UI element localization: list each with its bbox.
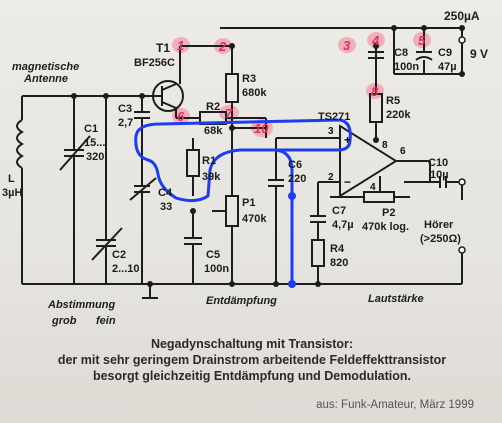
node-marker-4: 4 [371, 33, 380, 48]
blue-node [288, 192, 296, 200]
r1-value: 39k [202, 171, 221, 183]
c1-value-a: 15... [84, 137, 105, 149]
volume-label: Lautstärke [368, 293, 424, 305]
tuning-fine-label: fein [96, 315, 116, 327]
node-marker-1: 1 [177, 38, 184, 53]
headphone-name: Hörer [424, 219, 454, 231]
c8-name: C8 [394, 47, 408, 59]
r1-name: R1 [202, 155, 216, 167]
blue-overlay-marking [134, 118, 352, 286]
r4-value: 820 [330, 257, 348, 269]
c4-value: 33 [160, 201, 172, 213]
junction-dots [71, 25, 465, 287]
c5-name: C5 [206, 249, 220, 261]
c4-name: C4 [158, 187, 173, 199]
p2-name: P2 [382, 207, 395, 219]
c7-value: 4,7µ [332, 219, 354, 231]
c8-value: 100n [394, 61, 419, 73]
c9-name: C9 [438, 47, 452, 59]
damping-label: Entdämpfung [206, 295, 277, 307]
c1-name: C1 [84, 123, 98, 135]
t1-name: T1 [156, 41, 170, 55]
node-marker-2: 2 [218, 39, 227, 54]
l-name: L [8, 173, 15, 185]
tuning-coarse-label: grob [51, 315, 77, 327]
caption-line-2: der mit sehr geringem Drainstrom arbeite… [58, 353, 446, 367]
p1-value: 470k [242, 213, 267, 225]
node-marker-3: 3 [343, 38, 351, 53]
supply-voltage-label: 9 V [470, 47, 488, 61]
supply-current-label: 250µA [444, 9, 480, 23]
node-marker-8: 8 [371, 84, 379, 99]
l-value: 3µH [2, 187, 22, 199]
node-number-markers: 1 2 3 4 5 6 7 8 10 [177, 33, 426, 136]
t1-type: BF256C [134, 57, 175, 69]
tuning-label: Abstimmung [47, 299, 116, 311]
opamp-pin-8: 8 [382, 140, 388, 151]
antenna-label-line2: Antenne [23, 73, 68, 85]
c9-value: 47µ [438, 61, 457, 73]
p1-name: P1 [242, 197, 255, 209]
c1-value-b: 320 [86, 151, 104, 163]
opamp-plus-sign: + [344, 133, 351, 147]
terminal-circles [458, 36, 466, 254]
node-marker-10: 10 [254, 121, 269, 136]
c2-value: 2...10 [112, 263, 140, 275]
r3-value: 680k [242, 87, 267, 99]
caption-line-1: Negadynschaltung mit Transistor: [151, 337, 353, 351]
headphone-value: (>250Ω) [420, 233, 461, 245]
opamp-pin-3: 3 [328, 126, 334, 137]
opamp-name: TS271 [318, 111, 350, 123]
c6-name: C6 [288, 159, 302, 171]
component-labels: 250µA 9 V magnetische Antenne T1 BF256C … [2, 9, 488, 327]
c7-name: C7 [332, 205, 346, 217]
c5-value: 100n [204, 263, 229, 275]
opamp-pin-6: 6 [400, 146, 406, 157]
c3-name: C3 [118, 103, 132, 115]
node-marker-7: 7 [225, 106, 233, 121]
c3-value: 2,7 [118, 117, 133, 129]
p2-value: 470k log. [362, 221, 409, 233]
antenna-label-line1: magnetische [12, 61, 79, 73]
c10-name: C10 [428, 157, 448, 169]
blue-node-ground [288, 280, 296, 288]
opamp-minus-sign: − [344, 175, 351, 189]
c10-value: 10µ [430, 169, 449, 181]
circuit-wiring [16, 27, 463, 299]
caption-line-3: besorgt gleichzeitig Entdämpfung und Dem… [93, 369, 411, 383]
r2-name: R2 [206, 101, 220, 113]
opamp-pins: 3 + 2 − 8 6 4 [328, 126, 406, 193]
r3-name: R3 [242, 73, 256, 85]
r2-value: 68k [204, 125, 223, 137]
source-credit: aus: Funk-Amateur, März 1999 [316, 399, 474, 411]
c2-name: C2 [112, 249, 126, 261]
c6-value: 220 [288, 173, 306, 185]
r4-name: R4 [330, 243, 345, 255]
node-marker-6: 6 [177, 109, 185, 124]
r5-value: 220k [386, 109, 411, 121]
opamp-pin-2: 2 [328, 172, 334, 183]
figure-caption: Negadynschaltung mit Transistor: der mit… [58, 337, 474, 411]
node-marker-5: 5 [418, 33, 426, 48]
opamp-pin-4: 4 [370, 182, 376, 193]
r5-name: R5 [386, 95, 400, 107]
